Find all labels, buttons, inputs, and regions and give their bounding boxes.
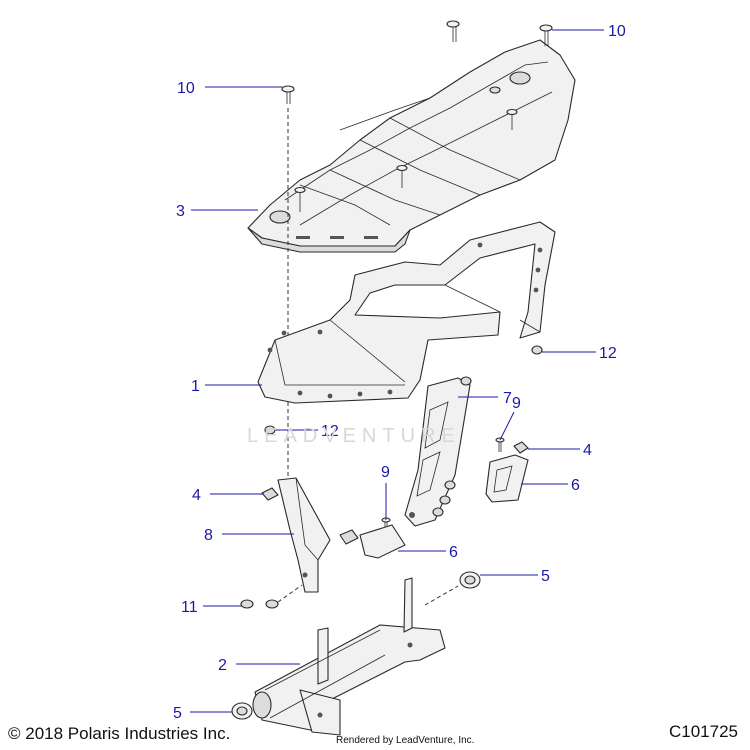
- callout-7: 7: [503, 390, 512, 407]
- callout-4-right: 4: [583, 442, 592, 459]
- part-11-bolts: [240, 584, 303, 609]
- callout-10-top-right: 10: [608, 23, 626, 40]
- callout-2: 2: [218, 657, 227, 674]
- part-10-bolt-top-center: [446, 20, 460, 42]
- callout-6-middle: 6: [449, 544, 458, 561]
- part-3-rack: [247, 39, 576, 253]
- callout-6-right: 6: [571, 477, 580, 494]
- callout-3: 3: [176, 203, 185, 220]
- copyright-text: © 2018 Polaris Industries Inc.: [8, 724, 231, 743]
- callout-12-center: 12: [321, 423, 339, 440]
- fastener-group-middle: [432, 480, 456, 517]
- part-9-bolt-right: [495, 437, 505, 452]
- part-6-plate-middle: [339, 524, 406, 559]
- callout-4-left: 4: [192, 487, 201, 504]
- part-7-bracket: [404, 376, 472, 527]
- rendered-by-text: Rendered by LeadVenture, Inc.: [336, 735, 475, 746]
- part-12-nut-right: [531, 345, 543, 355]
- callout-10-left: 10: [177, 80, 195, 97]
- part-1-tube-frame: [257, 221, 556, 404]
- callout-9-right: 9: [512, 395, 521, 412]
- callout-5-left: 5: [173, 705, 182, 722]
- part-4-clip-right: [513, 441, 529, 454]
- callout-1: 1: [191, 378, 200, 395]
- part-5-bushing-left: [231, 702, 253, 720]
- part-10-bolt-left: [281, 85, 295, 104]
- leader-9a: [499, 411, 515, 441]
- callout-9-middle: 9: [381, 464, 390, 481]
- callout-12-right: 12: [599, 345, 617, 362]
- part-12-nut-center: [264, 425, 276, 435]
- part-8-bracket: [277, 477, 331, 593]
- part-2-mount-tube: [252, 577, 446, 736]
- callout-5-right: 5: [541, 568, 550, 585]
- diagram-id: C101725: [668, 722, 738, 741]
- part-4-clip-left: [261, 487, 279, 501]
- callout-8: 8: [204, 527, 213, 544]
- part-10-bolt-top-right: [539, 24, 553, 46]
- part-6-bracket-right: [485, 454, 529, 503]
- part-5-bushing-right: [424, 571, 481, 606]
- leadventure-watermark: LEADVENTURE: [247, 425, 461, 447]
- callout-11: 11: [181, 599, 198, 616]
